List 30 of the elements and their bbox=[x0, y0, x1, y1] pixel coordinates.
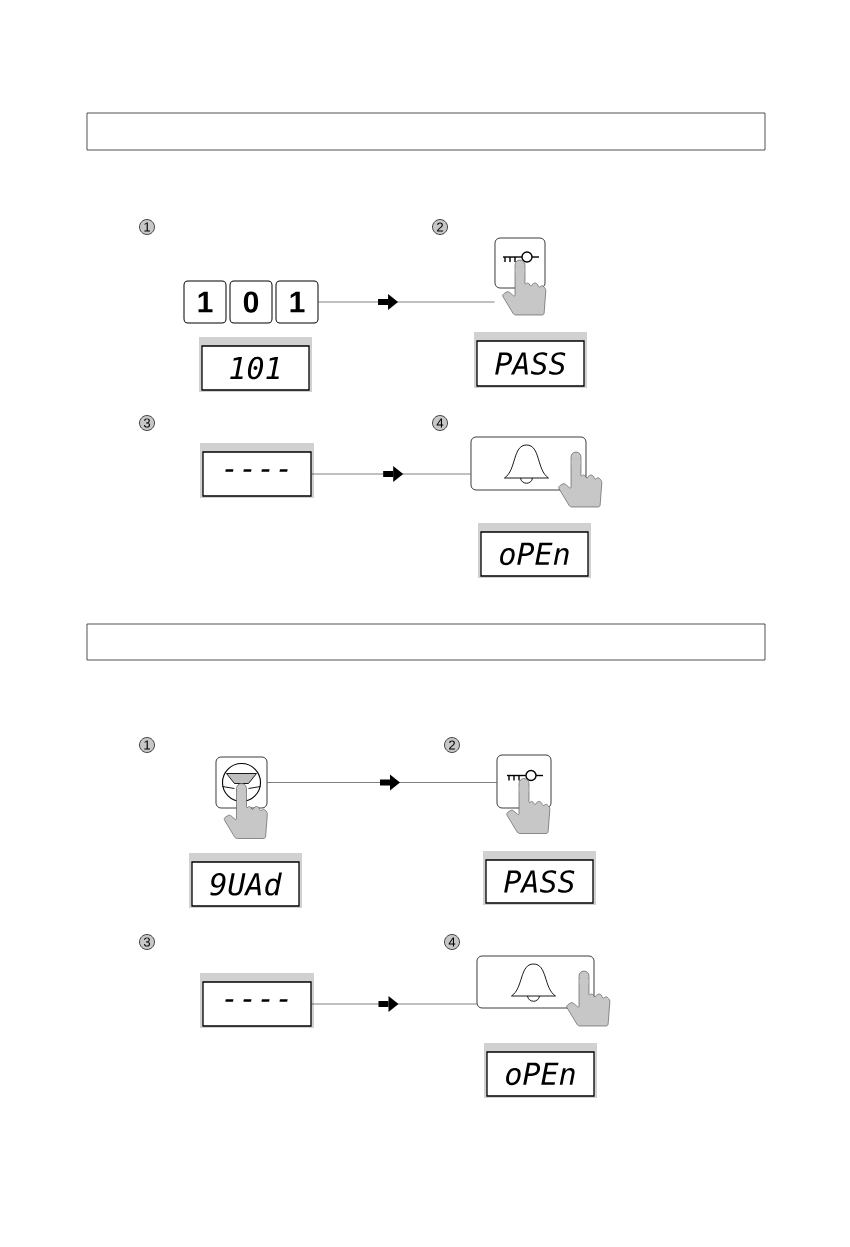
display-panel: oPEn bbox=[484, 1043, 597, 1098]
callout-number: 4 bbox=[444, 934, 460, 950]
display-panel: ---- bbox=[200, 973, 314, 1028]
callout-number: 1 bbox=[139, 737, 155, 753]
callout-number: 3 bbox=[139, 415, 155, 431]
arrow bbox=[311, 996, 477, 1012]
display-panel: ---- bbox=[200, 443, 314, 498]
callout-number: 2 bbox=[432, 219, 448, 235]
key-button bbox=[496, 754, 552, 834]
callout-number: 4 bbox=[432, 415, 448, 431]
key-button bbox=[494, 237, 547, 316]
bell-button bbox=[476, 955, 611, 1027]
bell-button bbox=[470, 436, 603, 508]
arrow bbox=[267, 774, 497, 791]
heading-box bbox=[86, 623, 766, 661]
callout-number: 3 bbox=[139, 934, 155, 950]
guard-button bbox=[215, 756, 268, 839]
callout-number: 2 bbox=[444, 737, 460, 753]
display-panel: PASS bbox=[483, 851, 596, 905]
display-panel: 9UAd bbox=[189, 853, 302, 908]
display-panel: 101 bbox=[199, 337, 312, 392]
callout-number: 1 bbox=[139, 219, 155, 235]
heading-box bbox=[86, 112, 766, 151]
display-panel: PASS bbox=[474, 332, 587, 388]
keypad-key: 1 bbox=[183, 280, 227, 324]
arrow bbox=[311, 466, 471, 482]
keypad-key: 0 bbox=[229, 280, 273, 324]
keypad-key: 1 bbox=[275, 280, 319, 324]
arrow bbox=[318, 294, 495, 310]
display-panel: oPEn bbox=[478, 523, 591, 578]
